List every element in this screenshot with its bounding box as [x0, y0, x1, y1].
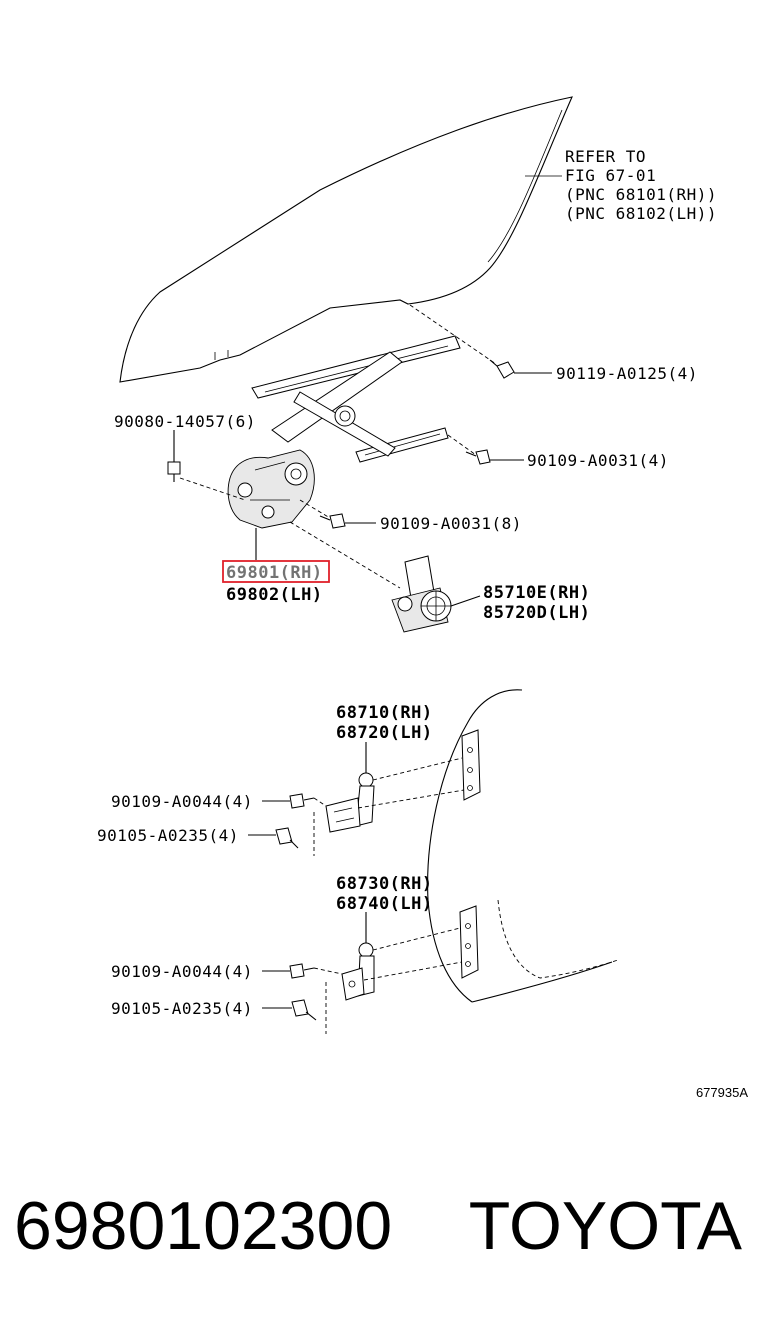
label-lower-bolt-b: 90105-A0235(4)	[111, 999, 253, 1018]
reference-line-2: FIG 67-01	[565, 166, 656, 185]
lower-hinge	[341, 942, 375, 1001]
reference-note: REFER TO FIG 67-01 (PNC 68101(RH)) (PNC …	[565, 147, 717, 223]
label-lower-bolt-a: 90109-A0044(4)	[111, 962, 253, 981]
bolt-icon	[465, 449, 491, 465]
label-regulator-rh: 69801(RH)	[226, 563, 323, 583]
label-bolt-top-right: 90119-A0125(4)	[556, 364, 698, 383]
reference-line-3: (PNC 68101(RH))	[565, 185, 717, 204]
label-bolt-center: 90109-A0031(8)	[380, 514, 522, 533]
label-upper-hinge-rh: 68710(RH)	[336, 703, 433, 723]
label-upper-hinge-lh: 68720(LH)	[336, 723, 433, 743]
upper-hinge	[325, 772, 375, 833]
regulator-motor	[391, 555, 452, 633]
highlight-box	[222, 560, 330, 583]
label-upper-bolt-b: 90105-A0235(4)	[97, 826, 239, 845]
label-motor-lh: 85720D(LH)	[483, 603, 590, 623]
label-lower-hinge-rh: 68730(RH)	[336, 874, 433, 894]
brand-name: TOYOTA	[468, 1188, 742, 1264]
bolt-icon	[319, 513, 346, 529]
bolt-icon	[289, 963, 315, 979]
part-number: 6980102300	[14, 1188, 393, 1264]
bolt-icon	[167, 461, 181, 482]
label-lower-hinge-lh: 68740(LH)	[336, 894, 433, 914]
bolt-icon	[289, 793, 315, 809]
window-regulator	[227, 335, 461, 529]
reference-line-4: (PNC 68102(LH))	[565, 204, 717, 223]
door-panel	[427, 689, 619, 1003]
bolt-icon	[489, 359, 515, 379]
leader-lines	[173, 304, 552, 607]
label-motor-rh: 85710E(RH)	[483, 583, 590, 603]
label-upper-bolt-a: 90109-A0044(4)	[111, 792, 253, 811]
label-regulator-lh: 69802(LH)	[226, 585, 323, 605]
reference-line-1: REFER TO	[565, 147, 646, 166]
label-bolt-rail: 90109-A0031(4)	[527, 451, 669, 470]
hinge-leader-lines	[248, 742, 465, 1034]
door-glass	[119, 96, 573, 383]
bolt-icon	[291, 999, 317, 1021]
figure-code: 677935A	[696, 1085, 748, 1100]
bolt-icon	[275, 827, 299, 849]
label-bolt-left: 90080-14057(6)	[114, 412, 256, 431]
